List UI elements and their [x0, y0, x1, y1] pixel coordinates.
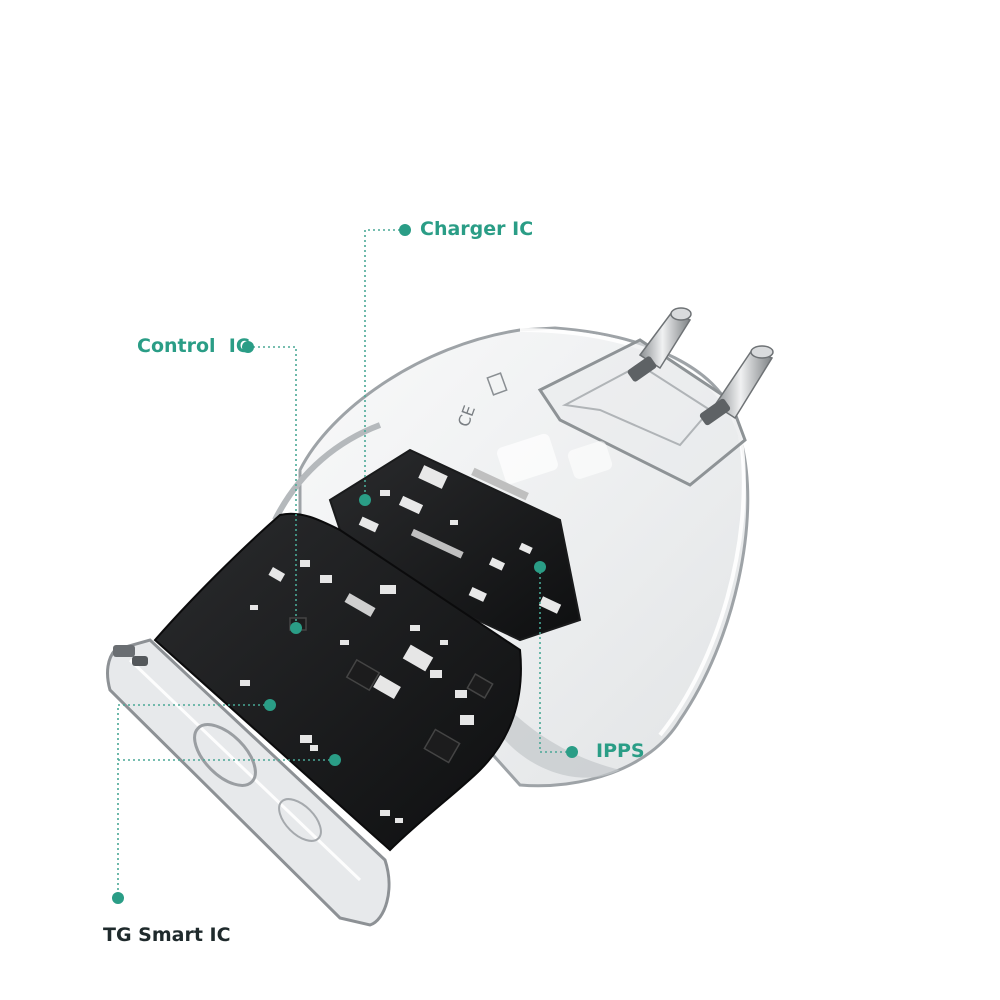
leader-ipps	[539, 567, 572, 753]
front-faceplate	[106, 638, 391, 927]
leader-control-ic	[248, 346, 297, 628]
housing-rim	[519, 328, 746, 737]
dot-tg-smart-ic-target-2	[329, 754, 341, 766]
faceplate-clip	[132, 656, 148, 666]
callout-leaders	[117, 229, 572, 898]
dot-charger-ic-label	[399, 224, 411, 236]
dot-tg-smart-ic-label	[112, 892, 124, 904]
upper-pcb	[328, 448, 582, 642]
dot-charger-ic-target	[359, 494, 371, 506]
dot-ipps-target	[534, 561, 546, 573]
housing-bottom	[490, 705, 620, 778]
callout-tg-smart-ic: TG Smart IC	[103, 924, 231, 946]
dot-ipps-label	[566, 746, 578, 758]
main-pcb-ic-chips	[289, 617, 494, 764]
plug-frame-inner	[561, 363, 712, 447]
plug-pin-right	[699, 345, 774, 426]
usb-port-icon	[193, 723, 257, 787]
leader-tg-smart-ic	[117, 704, 270, 898]
plug-pin-left	[627, 307, 692, 382]
callout-charger-ic: Charger IC	[420, 218, 534, 240]
recycle-mark-icon	[486, 372, 508, 396]
housing-logo-plate	[497, 433, 558, 484]
faceplate-clip	[113, 645, 135, 657]
faceplate-vent	[278, 798, 322, 842]
faceplate-highlight	[128, 658, 362, 882]
housing-edge	[272, 422, 382, 522]
dot-control-ic-target	[290, 622, 302, 634]
housing-logo-plate-2	[567, 441, 613, 479]
callout-dots	[112, 224, 578, 904]
ic-chip	[345, 658, 381, 692]
main-pcb-components	[240, 560, 474, 823]
callout-control-ic: Control IC	[137, 335, 250, 357]
faceplate-shell	[106, 638, 391, 927]
leader-charger-ic	[364, 229, 405, 500]
ic-chip	[423, 728, 461, 764]
dot-tg-smart-ic-target	[264, 699, 276, 711]
plug-frame	[537, 338, 747, 487]
ic-chip	[466, 673, 494, 699]
plug-pins	[627, 307, 774, 426]
callout-ipps: IPPS	[596, 740, 645, 762]
upper-pcb-components	[358, 465, 562, 614]
dot-control-ic-label	[242, 341, 254, 353]
main-pcb	[153, 512, 522, 852]
main-pcb-board	[153, 512, 522, 852]
